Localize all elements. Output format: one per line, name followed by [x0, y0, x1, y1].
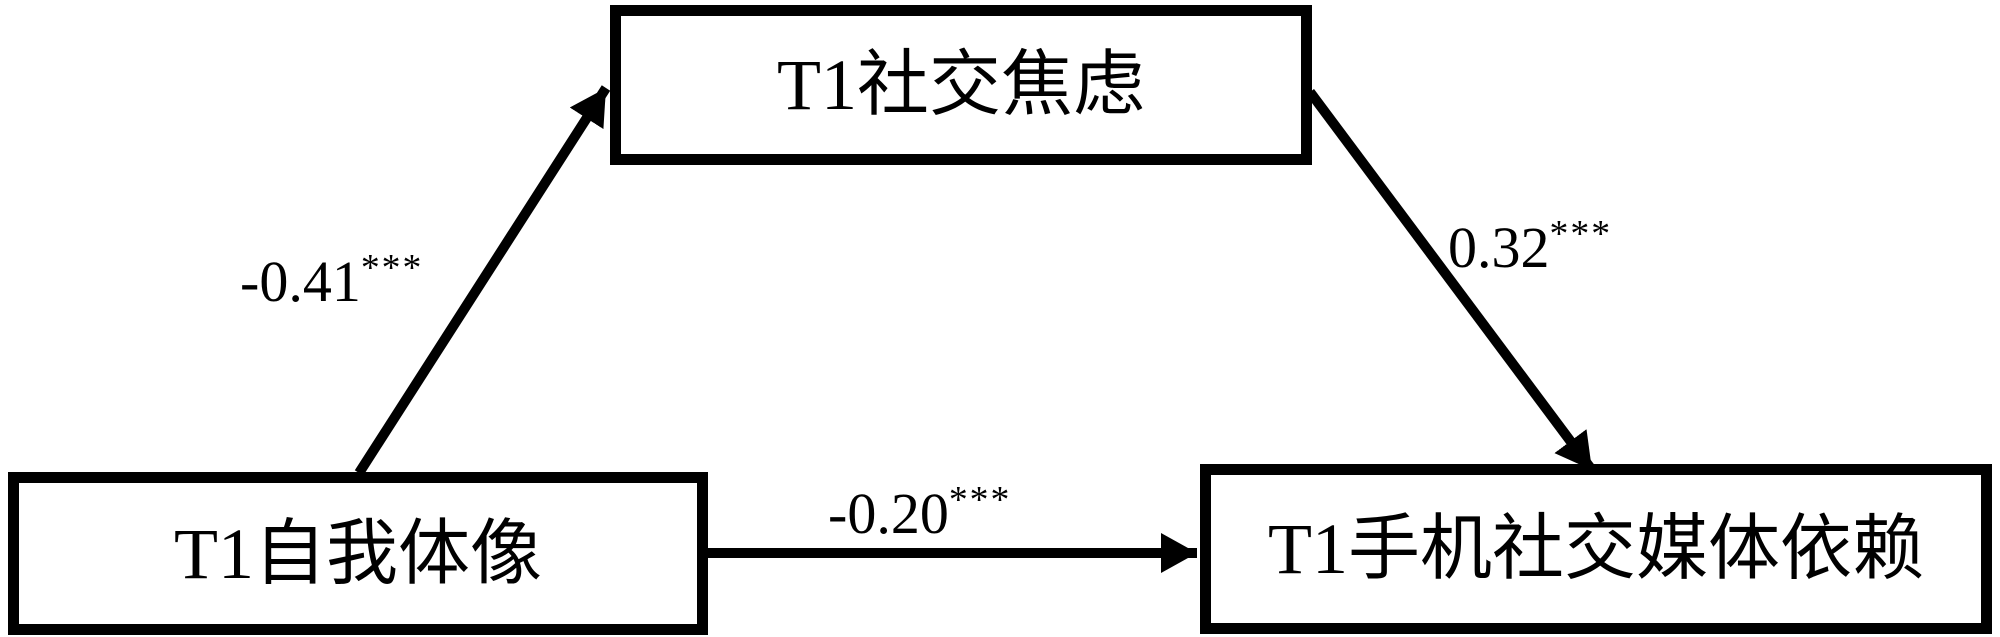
node-mediator: T1社交焦虑	[610, 5, 1312, 165]
arrow-mediator-to-outcome	[1305, 89, 1597, 473]
path-b-value: 0.32	[1448, 215, 1550, 280]
path-b-coefficient: 0.32***	[1448, 213, 1613, 280]
path-a-value: -0.41	[240, 249, 361, 314]
node-mediator-label: T1社交焦虑	[777, 45, 1145, 125]
path-a-coefficient: -0.41***	[240, 247, 424, 314]
path-c-significance: ***	[948, 479, 1012, 522]
node-predictor: T1自我体像	[8, 472, 708, 635]
path-b-significance: ***	[1549, 213, 1613, 256]
node-outcome-label: T1手机社交媒体依赖	[1268, 509, 1924, 589]
node-predictor-label: T1自我体像	[174, 513, 542, 594]
node-outcome: T1手机社交媒体依赖	[1200, 464, 1992, 634]
path-c-value: -0.20	[828, 481, 949, 546]
arrow-predictor-to-mediator	[354, 85, 611, 476]
path-a-significance: ***	[360, 247, 424, 290]
path-c-coefficient: -0.20***	[828, 479, 1012, 546]
